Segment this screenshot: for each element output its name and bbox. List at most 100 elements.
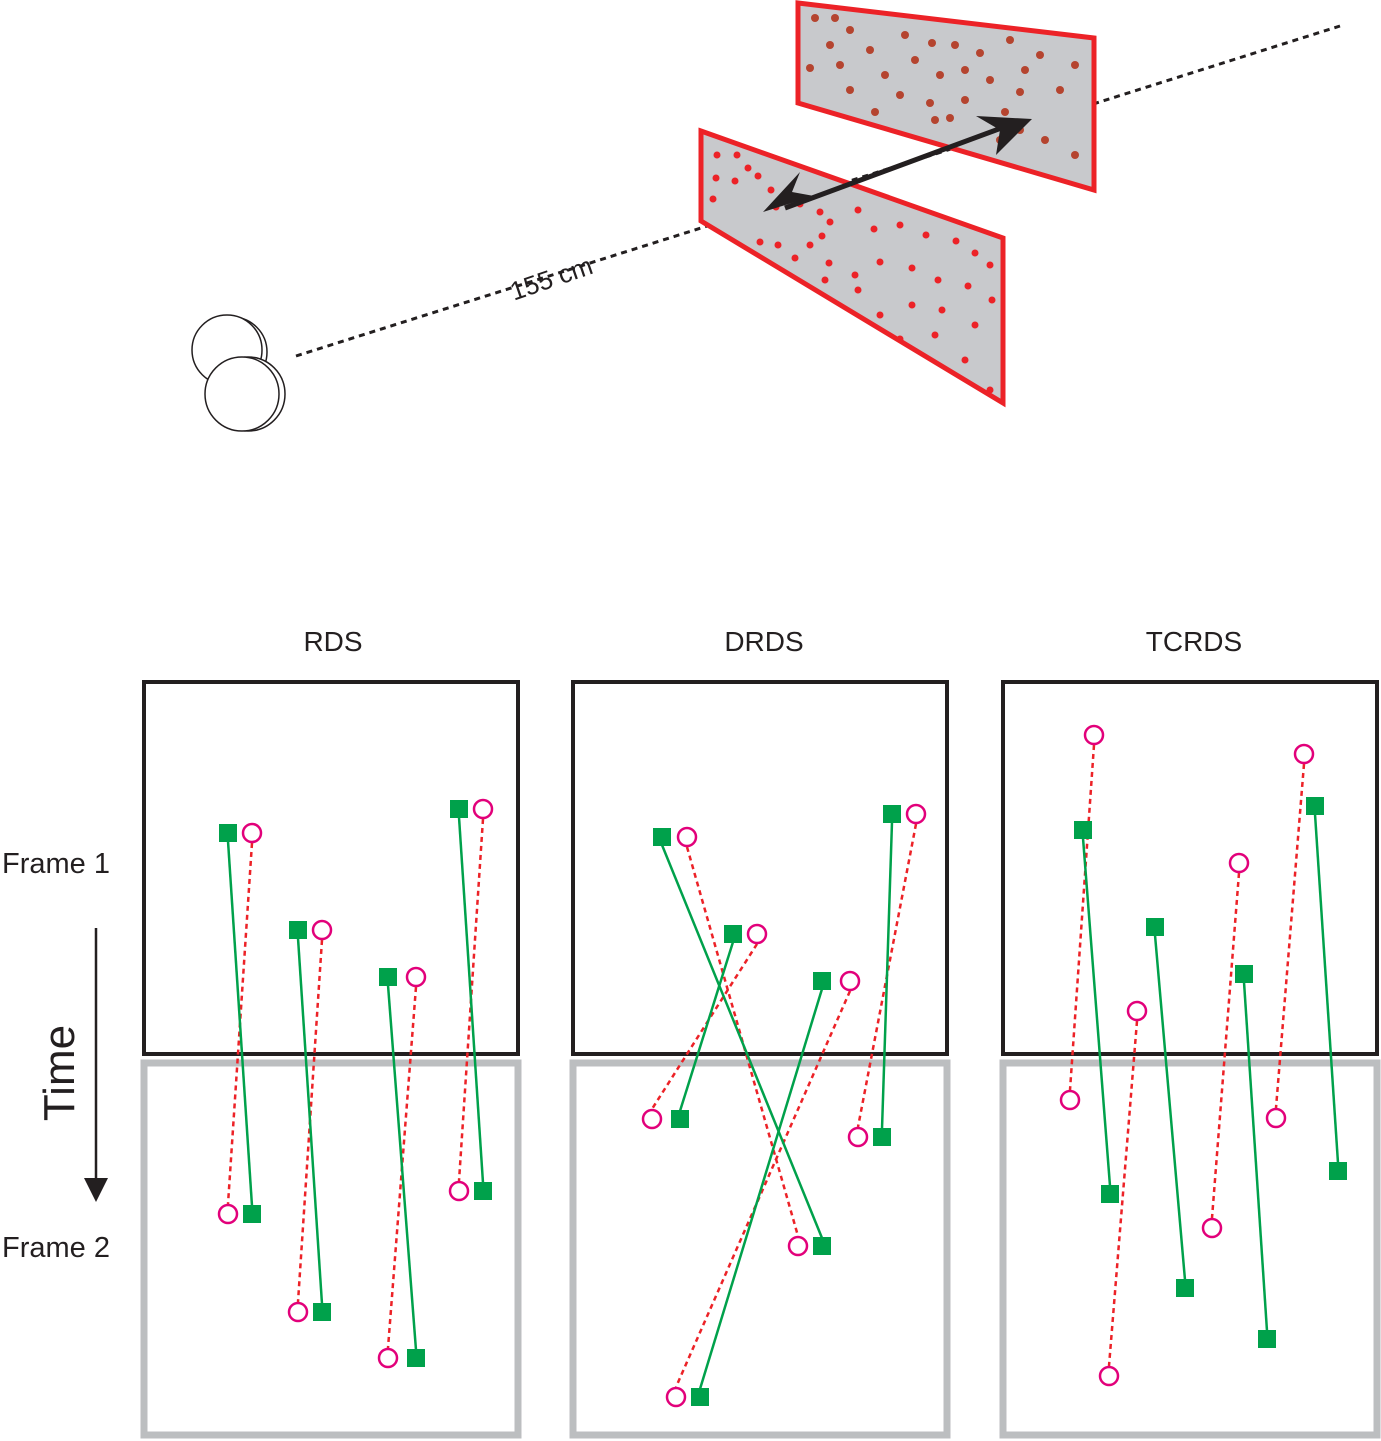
near-dot: [791, 254, 799, 262]
left-eye-dot: [691, 1388, 709, 1406]
drds-dot-pairs: [641, 803, 927, 1408]
right-eye-dot: [839, 970, 861, 992]
right-eye-trajectory: [674, 990, 852, 1388]
left-eye-dot: [1074, 821, 1092, 839]
tcrds-dot-pairs: [1059, 724, 1347, 1387]
near-dot: [988, 296, 996, 304]
right-eye-dot: [665, 1386, 687, 1408]
time-arrow-icon: [84, 928, 108, 1202]
near-dot: [971, 249, 979, 257]
left-eye-trajectory: [226, 840, 254, 1207]
far-dot: [1016, 88, 1024, 96]
near-plane: [698, 127, 1006, 408]
far-dot: [1006, 36, 1014, 44]
left-eye-dot: [653, 828, 671, 846]
near-dot: [854, 206, 862, 214]
near-dot: [821, 276, 829, 284]
near-dot: [876, 311, 884, 319]
panel-tcrds: [999, 680, 1381, 1439]
near-dot: [825, 259, 833, 267]
right-eye-dot: [448, 1180, 470, 1202]
left-eye-dot: [813, 1237, 831, 1255]
right-eye-dot: [287, 1301, 309, 1323]
near-dot: [934, 276, 942, 284]
near-dot: [876, 258, 884, 266]
left-eye-trajectory: [1242, 981, 1269, 1332]
time-label: Time: [35, 1024, 84, 1122]
far-dot: [951, 41, 959, 49]
far-dot: [931, 116, 939, 124]
depth-double-arrow-icon: [763, 116, 1032, 212]
near-dot: [806, 241, 814, 249]
far-dot: [811, 14, 819, 22]
left-eye-trajectory: [698, 988, 824, 1390]
right-eye-dot: [746, 923, 768, 945]
near-dot: [733, 151, 741, 159]
far-dot: [846, 86, 854, 94]
left-eye-dot: [379, 968, 397, 986]
left-eye-dot: [1146, 918, 1164, 936]
left-eye-trajectory: [296, 937, 324, 1305]
far-dot: [1071, 151, 1079, 159]
right-eye-dot: [377, 1347, 399, 1369]
right-eye-dot: [1201, 1217, 1223, 1239]
left-eye-trajectory: [678, 941, 735, 1112]
left-eye-trajectory: [880, 821, 894, 1130]
far-dot: [926, 99, 934, 107]
left-eye-dot: [289, 921, 307, 939]
near-dot: [986, 261, 994, 269]
right-eye-dot: [217, 1203, 239, 1225]
near-dot: [971, 321, 979, 329]
far-dot: [946, 114, 954, 122]
near-dot: [870, 225, 878, 233]
far-plane-dots: [806, 14, 1079, 159]
frame1-label: Frame 1: [2, 848, 110, 880]
left-eye-dot: [450, 800, 468, 818]
right-eye-trajectory: [1274, 763, 1306, 1109]
right-eye-dot: [1126, 1000, 1148, 1022]
right-eye-trajectory: [1210, 872, 1241, 1219]
panel-rds: [140, 680, 522, 1439]
drds-frame2-box: [569, 1059, 951, 1439]
near-dot: [744, 164, 752, 172]
left-eye-trajectory: [1081, 837, 1112, 1187]
right-eye-dot: [1059, 1089, 1081, 1111]
panel-title-drds: DRDS: [724, 626, 804, 657]
right-eye-dot: [787, 1235, 809, 1257]
near-dot: [961, 356, 969, 364]
near-dot: [709, 195, 717, 203]
near-dot: [931, 331, 939, 339]
right-eye-dot: [847, 1126, 869, 1148]
far-dot: [806, 64, 814, 72]
left-eye-dot: [1329, 1162, 1347, 1180]
near-dot: [756, 238, 764, 246]
near-dot: [896, 221, 904, 229]
near-dot: [774, 241, 782, 249]
near-dot: [754, 172, 762, 180]
far-dot: [911, 56, 919, 64]
left-eye-dot: [407, 1349, 425, 1367]
left-eye-dot: [724, 925, 742, 943]
setup-diagram: [191, 0, 1341, 432]
right-eye-dot: [405, 966, 427, 988]
far-dot: [1056, 86, 1064, 94]
far-dot: [1071, 61, 1079, 69]
far-dot: [986, 76, 994, 84]
left-eye-dot: [1258, 1330, 1276, 1348]
near-dot: [713, 151, 721, 159]
far-dot: [881, 71, 889, 79]
far-dot: [1001, 108, 1009, 116]
left-eye-trajectory: [386, 984, 418, 1351]
near-dot: [908, 301, 916, 309]
far-dot: [831, 14, 839, 22]
right-eye-dot: [676, 826, 698, 848]
right-eye-dot: [241, 822, 263, 844]
left-eye-dot: [1306, 797, 1324, 815]
near-dot: [731, 177, 739, 185]
left-eye-dot: [1101, 1185, 1119, 1203]
near-dot: [922, 231, 930, 239]
right-eye-dot: [641, 1108, 663, 1130]
far-dot: [1036, 51, 1044, 59]
near-dot: [851, 271, 859, 279]
far-dot: [976, 49, 984, 57]
